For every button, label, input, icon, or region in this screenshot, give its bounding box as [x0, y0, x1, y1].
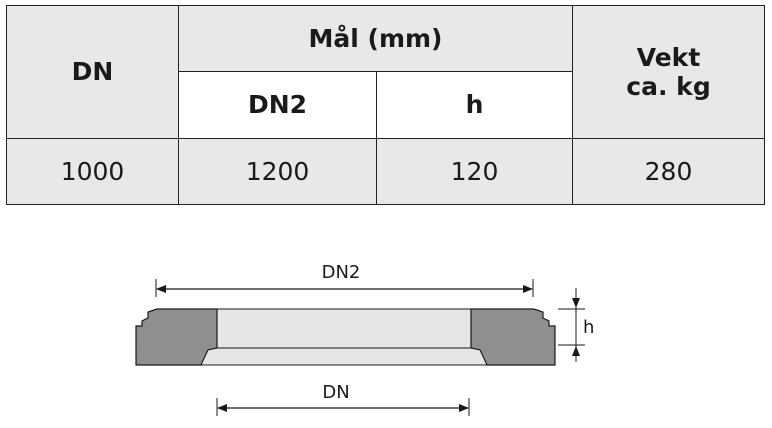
dn2-label: DN2 [322, 262, 361, 283]
cell-weight: 280 [572, 137, 766, 206]
cell-dn2: 1200 [178, 137, 377, 206]
h-arrow-top [572, 298, 580, 308]
bottom-lip [200, 347, 488, 366]
header-dimensions: Mål (mm) [177, 4, 574, 73]
header-h: h [375, 71, 574, 139]
dn-label: DN [322, 382, 349, 403]
header-weight-line1: Vekt [636, 42, 701, 72]
cell-h: 120 [375, 137, 574, 206]
spec-table: DN Mål (mm) Vekt ca. kg DN2 h 1000 1200 … [6, 4, 766, 206]
cell-dn: 1000 [6, 137, 179, 206]
h-arrow-bottom [572, 346, 580, 356]
header-dn: DN [6, 5, 179, 139]
h-label: h [583, 317, 594, 338]
header-weight-line2: ca. kg [626, 71, 711, 101]
